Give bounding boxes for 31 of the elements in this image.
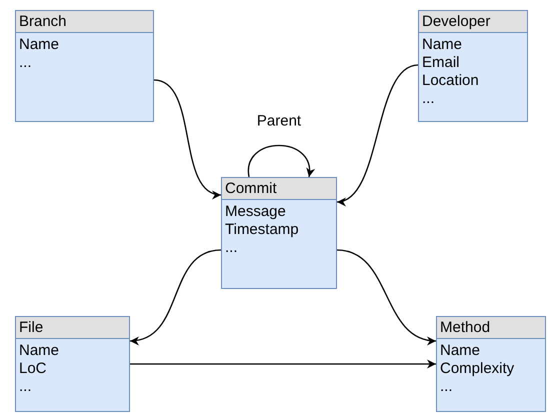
attribute-text: Name [18,342,60,360]
attribute-text: ... [224,239,238,257]
entity-box [15,316,130,412]
entity-box [15,10,154,122]
arrow [130,360,436,368]
attribute-text: ... [439,378,453,396]
entity-box [418,10,528,122]
attribute-text: Email [421,54,460,72]
attribute-text: Complexity [439,360,514,378]
arrow [154,79,222,198]
arrow [248,144,314,178]
attribute-text: Name [439,342,480,360]
arrow [336,249,436,344]
entity-title: Commit [222,178,336,200]
attribute-text: Timestamp [224,221,299,239]
arrow [130,249,222,344]
entity-title: Developer [419,11,527,33]
attribute-text: LoC [18,360,47,378]
arrow [336,64,418,204]
attribute-text: Message [224,203,286,221]
attribute-text: ... [18,54,32,72]
entity-title: Branch [16,11,153,33]
attribute-text: ... [18,378,32,396]
entity-title: File [16,317,129,339]
entity-box [221,177,337,289]
attribute-text: ... [421,90,435,108]
attribute-text: Location [421,72,479,90]
attribute-text: Name [421,36,462,54]
entity-title: Method [437,317,545,339]
attribute-text: Name [18,36,60,54]
entity-box [436,316,546,412]
